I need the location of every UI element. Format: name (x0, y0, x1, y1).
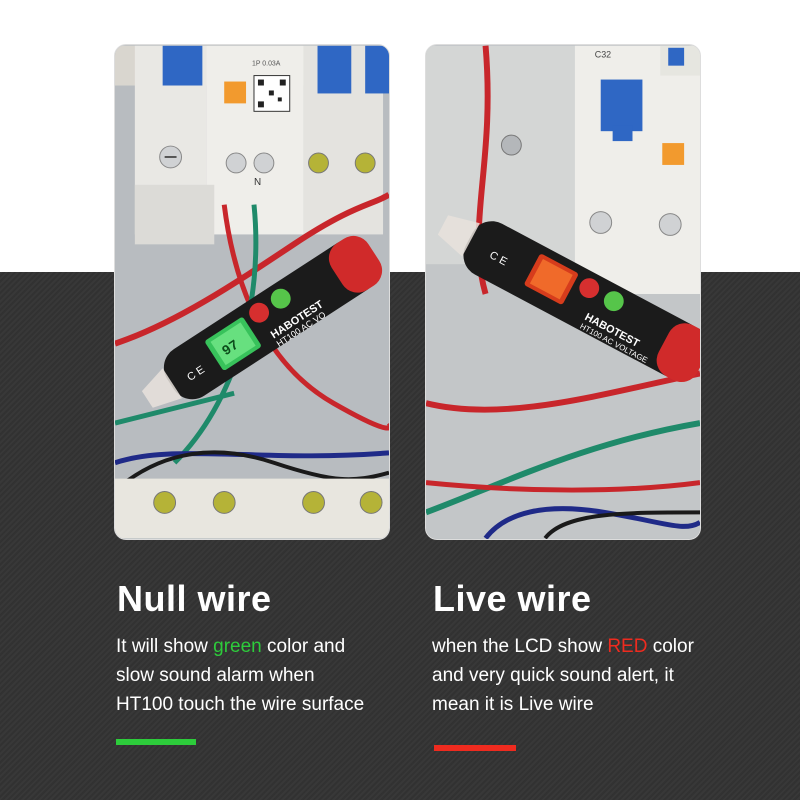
description-text: color and (261, 636, 346, 657)
live-wire-photo: C32 HABOTEST HT100 AC VOLTAGE C E (425, 44, 701, 540)
lcd-reading-left: 97 (220, 338, 243, 360)
description-line: when the LCD show RED color (432, 632, 694, 661)
null-wire-description: It will show green color and slow sound a… (116, 632, 364, 719)
live-wire-photo-illustration: C32 HABOTEST HT100 AC VOLTAGE C E (426, 45, 700, 539)
description-text: when the LCD show (432, 636, 608, 657)
null-wire-photo-illustration: 1P 0.03A N 97 (115, 45, 389, 539)
description-line: mean it is Live wire (432, 690, 694, 719)
description-text: and very quick sound alert, it (432, 665, 674, 686)
live-wire-description: when the LCD show RED color and very quic… (432, 632, 694, 719)
description-text: It will show (116, 636, 214, 657)
red-underline (434, 745, 516, 751)
description-text: slow sound alarm when (116, 665, 315, 686)
terminal-label-n: N (254, 177, 261, 188)
accent-word: RED (607, 636, 648, 657)
breaker-label-right: C32 (595, 50, 611, 60)
null-wire-heading: Null wire (117, 578, 272, 619)
description-line: HT100 touch the wire surface (116, 690, 364, 719)
description-line: slow sound alarm when (116, 661, 364, 690)
live-wire-heading: Live wire (433, 578, 592, 619)
accent-word: green (213, 636, 262, 657)
green-underline (116, 739, 196, 745)
description-line: It will show green color and (116, 632, 364, 661)
null-wire-photo: 1P 0.03A N 97 (114, 44, 390, 540)
description-text: HT100 touch the wire surface (116, 694, 365, 715)
description-text: mean it is Live wire (432, 694, 594, 715)
breaker-label-left: 1P 0.03A (252, 61, 281, 68)
description-text: color (647, 636, 694, 657)
description-line: and very quick sound alert, it (432, 661, 694, 690)
